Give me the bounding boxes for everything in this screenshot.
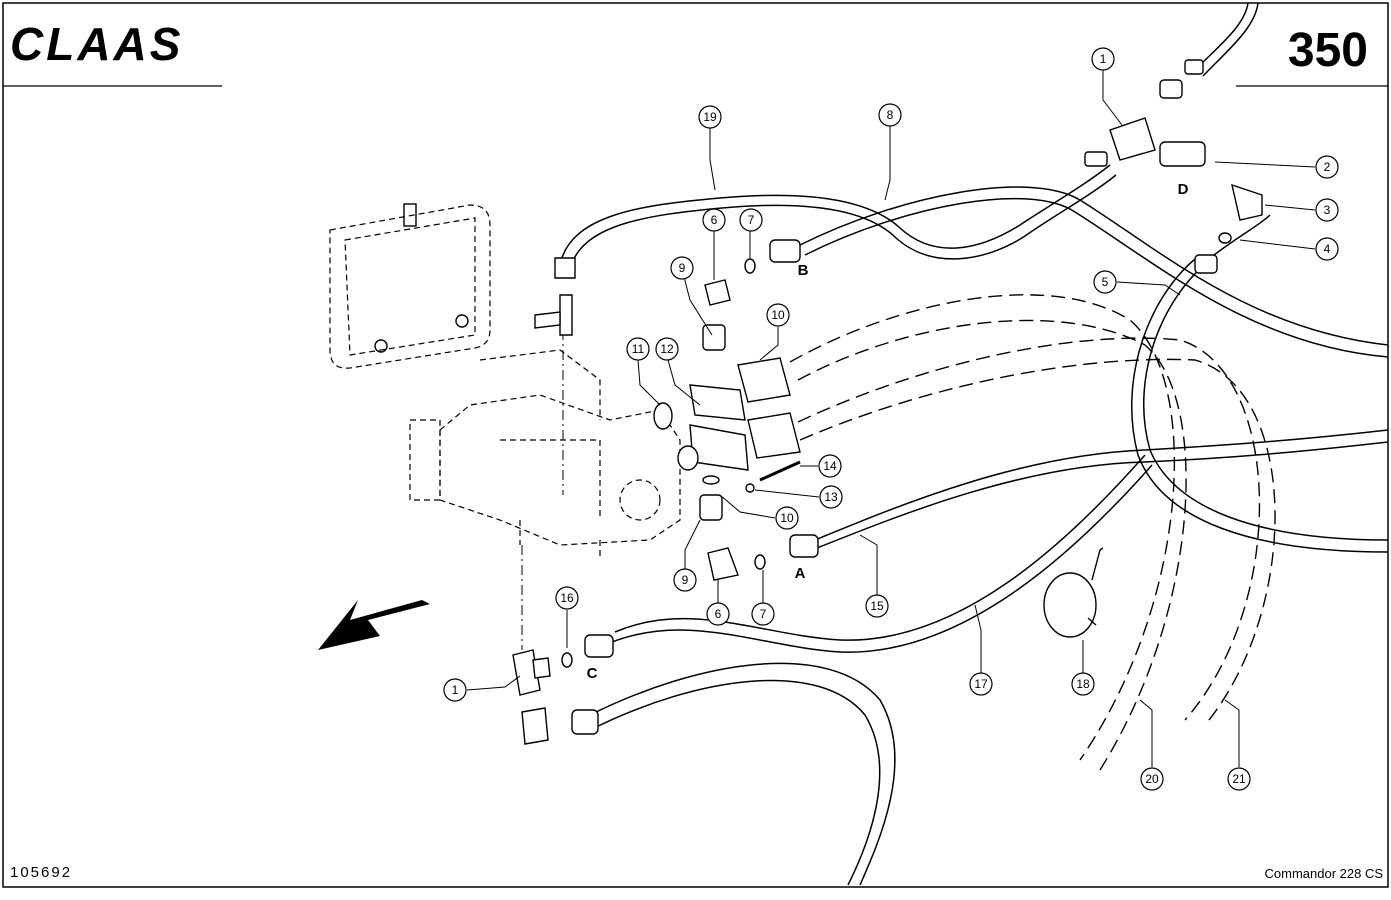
callout-5: 5 [1102, 275, 1109, 289]
port-letters: A B C D [587, 181, 1189, 682]
drawing-number: 105692 [10, 864, 72, 881]
cable-tie [1043, 547, 1104, 638]
port-a-label: A [795, 565, 806, 582]
callout-4: 4 [1324, 242, 1331, 256]
direction-arrow-icon [318, 600, 430, 650]
callout-12: 12 [660, 342, 674, 356]
axis-lines [521, 310, 564, 650]
port-c-label: C [587, 665, 598, 682]
port-b-label: B [798, 262, 809, 279]
callout-7-lower: 7 [760, 607, 767, 621]
callout-10-upper: 10 [771, 308, 785, 322]
callout-14: 14 [823, 459, 837, 473]
callout-20: 20 [1145, 772, 1159, 786]
callout-21: 21 [1232, 772, 1246, 786]
callout-15: 15 [870, 599, 884, 613]
callout-6-lower: 6 [715, 607, 722, 621]
callout-13: 13 [824, 490, 838, 504]
brand-logo: CLAAS [10, 18, 183, 70]
solid-hoses [559, 2, 1389, 886]
callout-3: 3 [1324, 203, 1331, 217]
tank-outline [329, 204, 491, 369]
callout-2: 2 [1324, 160, 1331, 174]
callout-9-upper: 9 [679, 261, 686, 275]
callout-16: 16 [560, 591, 574, 605]
callout-10-lower: 10 [780, 511, 794, 525]
callout-6-upper: 6 [711, 213, 718, 227]
valve-block-outline [409, 349, 681, 560]
callout-18: 18 [1076, 677, 1090, 691]
callout-1-lower: 1 [452, 683, 459, 697]
dashed-hoses [789, 294, 1276, 771]
callout-1-top: 1 [1100, 52, 1107, 66]
callout-19: 19 [703, 110, 717, 124]
fittings [512, 59, 1263, 745]
port-d-label: D [1178, 181, 1189, 198]
leader-lines [466, 70, 1316, 767]
callout-11: 11 [632, 342, 645, 356]
page-number: 350 [1288, 24, 1368, 77]
callout-7-upper: 7 [748, 213, 755, 227]
callout-labels: 1 2 3 4 5 6 7 8 19 9 10 11 12 14 13 10 1… [452, 52, 1331, 786]
callout-8: 8 [887, 108, 894, 122]
tank-fittings [374, 203, 469, 353]
callout-9-lower: 9 [682, 573, 689, 587]
callout-circles [443, 47, 1339, 791]
callout-17: 17 [974, 677, 988, 691]
model-name: Commandor 228 CS [1265, 866, 1384, 881]
